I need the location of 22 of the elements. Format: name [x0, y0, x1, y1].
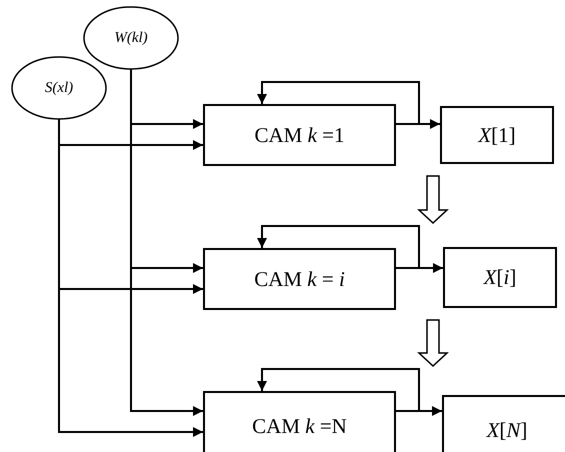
node-label: CAM k =1 [254, 122, 345, 148]
node-label: X[1] [478, 122, 516, 148]
node-label: S(xl) [44, 80, 74, 96]
output-box [440, 106, 554, 164]
cam-box [203, 391, 396, 452]
node-label: X[i] [484, 265, 516, 290]
feedback-arrow [257, 225, 420, 269]
node-label: CAM k = i [254, 266, 345, 292]
arrow [130, 69, 203, 416]
output-box [442, 395, 565, 452]
output-box [443, 247, 557, 308]
cam-box [203, 104, 396, 166]
hollow-arrow [417, 175, 449, 224]
feedback-arrow [257, 368, 420, 412]
hollow-arrow [417, 319, 449, 368]
cam-box [203, 248, 396, 310]
node-label: W(kl) [114, 30, 148, 46]
input-ellipse [83, 6, 179, 70]
node-label: X[N] [486, 418, 528, 442]
feedback-arrow [257, 81, 420, 125]
node-label: CAM k =N [252, 414, 347, 438]
input-ellipse [11, 56, 107, 120]
